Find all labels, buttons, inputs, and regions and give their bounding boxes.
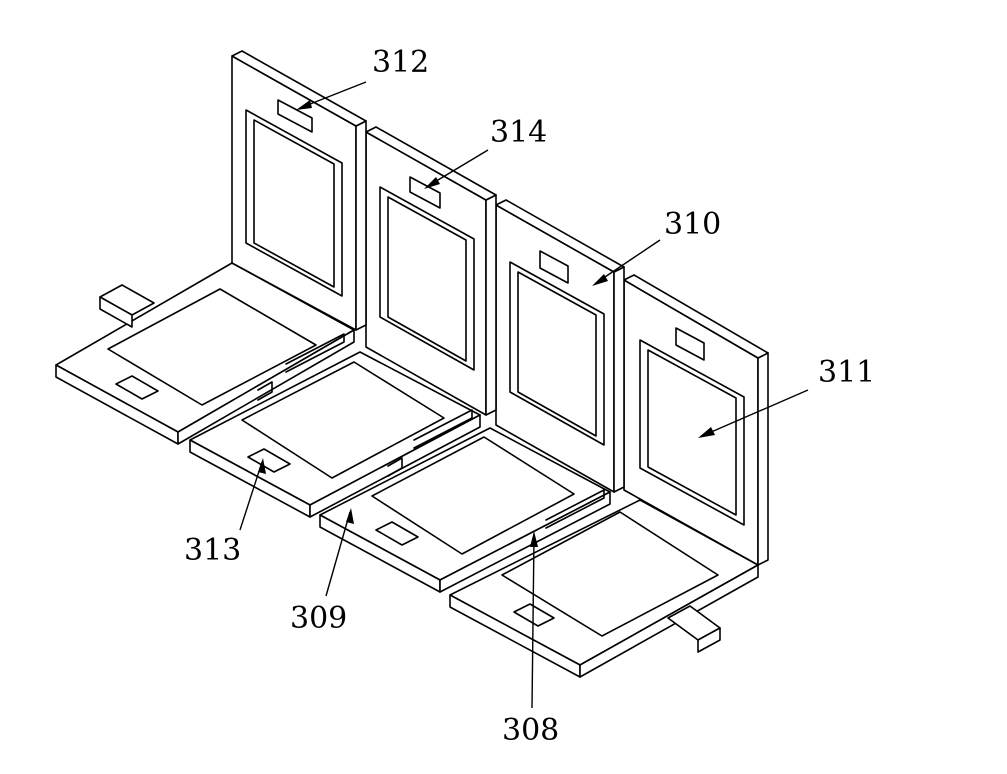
base-plate-1 <box>55 262 355 445</box>
base-plate-4 <box>449 499 759 678</box>
label-309: 309 <box>290 601 347 636</box>
label-312: 312 <box>372 45 429 80</box>
upright-panel-2 <box>365 126 497 416</box>
label-310: 310 <box>664 207 721 242</box>
label-308: 308 <box>502 713 559 748</box>
upright-panel-3 <box>495 199 625 493</box>
label-313: 313 <box>184 533 241 568</box>
upright-panel-4 <box>623 274 769 566</box>
label-311: 311 <box>818 355 875 390</box>
leader-lines <box>239 81 809 709</box>
upright-panel-1 <box>231 50 367 331</box>
base-plate-3 <box>319 427 611 593</box>
label-314: 314 <box>490 115 547 150</box>
